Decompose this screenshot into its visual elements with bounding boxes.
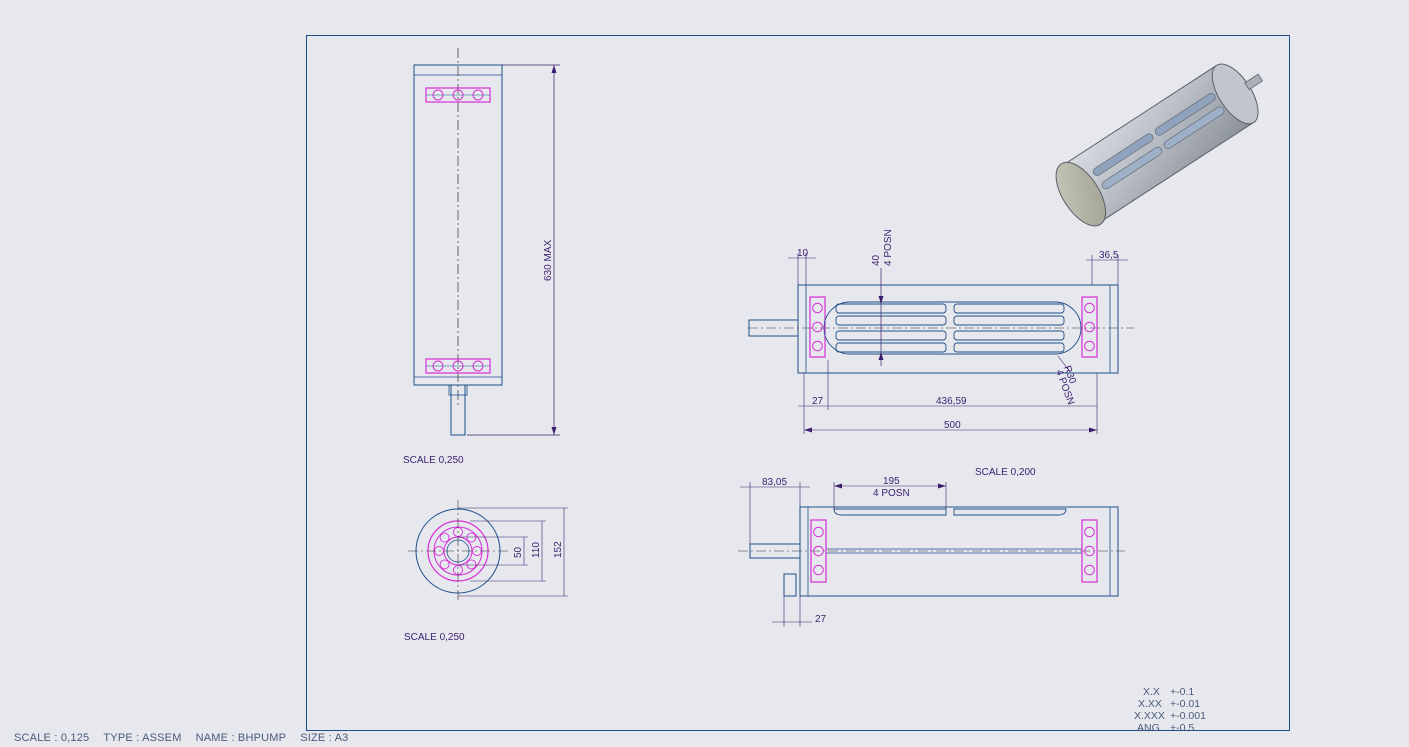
end-dia-110: 110 xyxy=(531,542,542,558)
tolerance-label: X.X xyxy=(1143,686,1160,698)
tolerance-value: +-0.01 xyxy=(1170,698,1200,710)
top-dim-40: 40 xyxy=(871,254,882,266)
status-bar: SCALE : 0,125 TYPE : ASSEM NAME : BHPUMP SI… xyxy=(14,732,362,744)
tolerance-label: X.XX xyxy=(1138,698,1162,710)
top-view: 40 4 POSN 10 36,5 R30 4 POSN 27 436,59 5… xyxy=(748,229,1134,434)
front-bearing-top xyxy=(425,87,491,103)
tolerance-value: +-0.5 xyxy=(1170,722,1194,734)
front-bearing-bottom xyxy=(425,358,491,374)
end-dia-50: 50 xyxy=(513,546,524,558)
sheet-border xyxy=(306,35,1290,731)
front-view: 630 MAX xyxy=(413,48,560,436)
side-bearing-right xyxy=(1081,519,1098,583)
status-scale: SCALE : 0,125 xyxy=(14,732,90,744)
top-dim-27: 27 xyxy=(812,396,824,407)
end-dia-152: 152 xyxy=(553,541,564,558)
status-type: TYPE : ASSEM xyxy=(103,732,182,744)
side-view-scale-label: SCALE 0,200 xyxy=(975,467,1036,478)
status-name: NAME : BHPUMP xyxy=(195,732,287,744)
front-height-dim: 630 MAX xyxy=(543,240,554,281)
tolerance-label: ANG. xyxy=(1137,722,1163,734)
top-dim-436-59: 436,59 xyxy=(936,396,967,407)
side-dim-27: 27 xyxy=(815,614,827,625)
tolerance-block: X.X +-0.1 X.XX +-0.01 X.XXX +-0.001 ANG.… xyxy=(1134,686,1206,734)
top-bearing-left xyxy=(809,296,826,358)
tolerance-label: X.XXX xyxy=(1134,710,1165,722)
side-view: 83,05 195 4 POSN 27 xyxy=(738,476,1125,627)
side-dim-83-05: 83,05 xyxy=(762,477,787,488)
top-dim-500: 500 xyxy=(944,420,961,431)
end-view: 50 110 152 xyxy=(408,500,568,602)
top-dim-10: 10 xyxy=(797,248,809,259)
side-bearing-left xyxy=(810,519,827,583)
front-view-scale-label: SCALE 0,250 xyxy=(403,455,464,466)
end-view-scale-label: SCALE 0,250 xyxy=(404,632,465,643)
tolerance-value: +-0.001 xyxy=(1170,710,1206,722)
isometric-view xyxy=(1055,63,1264,227)
side-dim-195-posn: 4 POSN xyxy=(873,488,910,499)
top-dim-36-5: 36,5 xyxy=(1099,250,1119,261)
tolerance-value: +-0.1 xyxy=(1170,686,1194,698)
top-bearing-right xyxy=(1081,296,1098,358)
status-size: SIZE : A3 xyxy=(300,732,349,744)
top-dim-40-posn: 4 POSN xyxy=(883,229,894,266)
side-dim-195: 195 xyxy=(883,476,900,487)
